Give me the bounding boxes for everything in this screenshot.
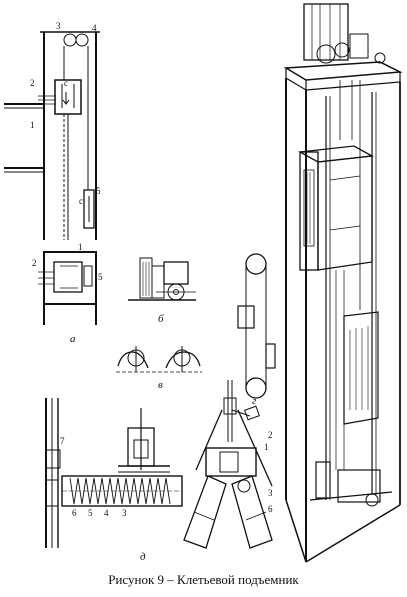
part-g-pulley-belt: [237, 253, 276, 399]
part-number-label: 2: [30, 78, 35, 88]
part-number-label: 1: [264, 442, 269, 452]
part-number-label: 7: [60, 436, 65, 446]
subfigure-label-g: г: [252, 395, 257, 407]
part-b-winch: [128, 257, 196, 301]
part-number-label: 4: [104, 508, 109, 518]
part-number-label: 2: [268, 430, 273, 440]
part-number-label: 3: [268, 488, 273, 498]
part-number-label: 3: [56, 21, 61, 31]
part-number-label: 6: [268, 504, 273, 514]
subfigure-label-v: в: [158, 379, 163, 391]
subfigure-label-b: б: [158, 313, 164, 325]
part-number-label: 4: [92, 23, 97, 33]
part-letter-label: с: [79, 196, 83, 206]
part-number-label: 5: [88, 508, 93, 518]
part-a-shaft-schematic: [4, 31, 100, 325]
part-letter-label: с: [64, 78, 68, 88]
part-v-catches: [116, 346, 202, 373]
elevator-diagram: 3 4 2 1 5 с с 1 2 5 1 2 3 6 7 6 5 4 3 а …: [4, 3, 403, 563]
subfigure-label-d: д: [140, 551, 146, 563]
subfigure-label-a: а: [70, 333, 76, 345]
part-number-label: 1: [30, 120, 35, 130]
part-number-label: 5: [98, 272, 103, 282]
figure-caption: Рисунок 9 – Клетьевой подъемник: [108, 572, 299, 587]
part-number-label: 5: [96, 186, 101, 196]
part-d-spring-buffer: [45, 398, 183, 548]
part-number-label: 6: [72, 508, 77, 518]
part-d-gripper: [183, 380, 273, 549]
part-number-label: 3: [122, 508, 127, 518]
part-number-label: 1: [78, 242, 83, 252]
part-number-label: 2: [32, 258, 37, 268]
main-shaft-perspective: [283, 3, 403, 563]
